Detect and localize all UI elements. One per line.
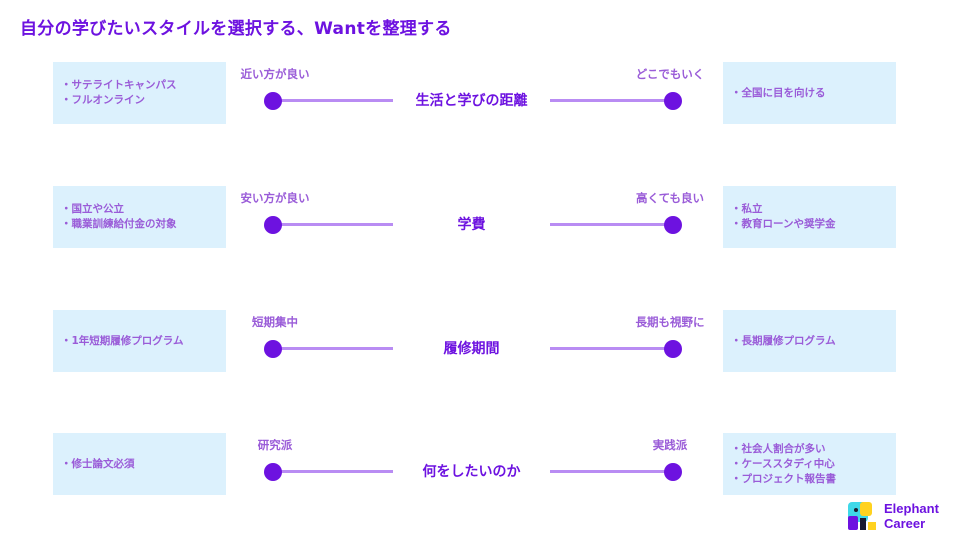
left-options-box: ・修士論文必須 [53,433,226,495]
elephant-career-logo: Elephant Career [846,500,956,534]
option-item: ・社会人割合が多い [731,442,826,455]
scale-left-dot [264,92,282,110]
left-end-label: 安い方が良い [240,191,310,205]
page-title: 自分の学びたいスタイルを選択する、Wantを整理する [20,19,452,39]
scale-line-right [550,99,673,102]
left-end-label: 短期集中 [252,315,298,329]
scale-line-right [550,223,673,226]
option-item: ・国立や公立 [61,203,124,215]
scale-line-left [273,347,393,350]
option-item: ・プロジェクト報告書 [731,472,836,485]
left-end-label: 研究派 [257,438,293,452]
criterion-row-tuition: ・国立や公立 ・職業訓練給付金の対象 安い方が良い 学費 高くても良い ・私立 … [0,186,960,248]
logo-line2: Career [884,516,926,531]
right-options-box: ・全国に目を向ける [723,62,896,124]
scale-right-dot [664,216,682,234]
criterion-row-distance: ・サテライトキャンパス ・フルオンライン 近い方が良い 生活と学びの距離 どこで… [0,62,960,124]
right-end-label: 実践派 [652,438,688,452]
left-options-box: ・サテライトキャンパス ・フルオンライン [53,62,226,124]
right-end-label: 高くても良い [635,191,705,205]
criterion-row-duration: ・1年短期履修プログラム 短期集中 履修期間 長期も視野に ・長期履修プログラム [0,310,960,372]
option-item: ・フルオンライン [61,94,145,106]
scale-line-right [550,470,673,473]
scale-line-left [273,223,393,226]
right-options-box: ・私立 ・教育ローンや奨学金 [723,186,896,248]
criterion-label: 学費 [457,217,486,233]
scale-right-dot [664,92,682,110]
option-item: ・職業訓練給付金の対象 [61,218,177,230]
option-item: ・全国に目を向ける [731,86,826,99]
right-end-label: 長期も視野に [635,315,705,329]
criterion-label: 何をしたいのか [422,464,521,480]
left-options-box: ・国立や公立 ・職業訓練給付金の対象 [53,186,226,248]
scale-line-left [273,470,393,473]
option-item: ・ケーススタディ中心 [731,457,835,470]
right-options-box: ・長期履修プログラム [723,310,896,372]
option-item: ・修士論文必須 [61,457,135,470]
scale-left-dot [264,340,282,358]
criterion-label: 履修期間 [443,341,500,357]
scale-line-left [273,99,393,102]
option-item: ・教育ローンや奨学金 [731,218,836,230]
scale-line-right [550,347,673,350]
left-end-label: 近い方が良い [240,67,310,81]
scale-left-dot [264,463,282,481]
option-item: ・1年短期履修プログラム [61,334,184,347]
criterion-label: 生活と学びの距離 [415,93,528,109]
option-item: ・私立 [731,203,763,215]
right-options-box: ・社会人割合が多い ・ケーススタディ中心 ・プロジェクト報告書 [723,433,896,495]
logo-line1: Elephant [884,501,939,516]
option-item: ・長期履修プログラム [731,334,836,347]
left-options-box: ・1年短期履修プログラム [53,310,226,372]
logo-wordmark: Elephant Career [884,501,939,531]
right-end-label: どこでもいく [635,67,705,81]
criterion-row-purpose: ・修士論文必須 研究派 何をしたいのか 実践派 ・社会人割合が多い ・ケーススタ… [0,433,960,495]
elephant-logo-icon [848,502,876,530]
option-item: ・サテライトキャンパス [61,79,177,91]
scale-left-dot [264,216,282,234]
scale-right-dot [664,463,682,481]
scale-right-dot [664,340,682,358]
